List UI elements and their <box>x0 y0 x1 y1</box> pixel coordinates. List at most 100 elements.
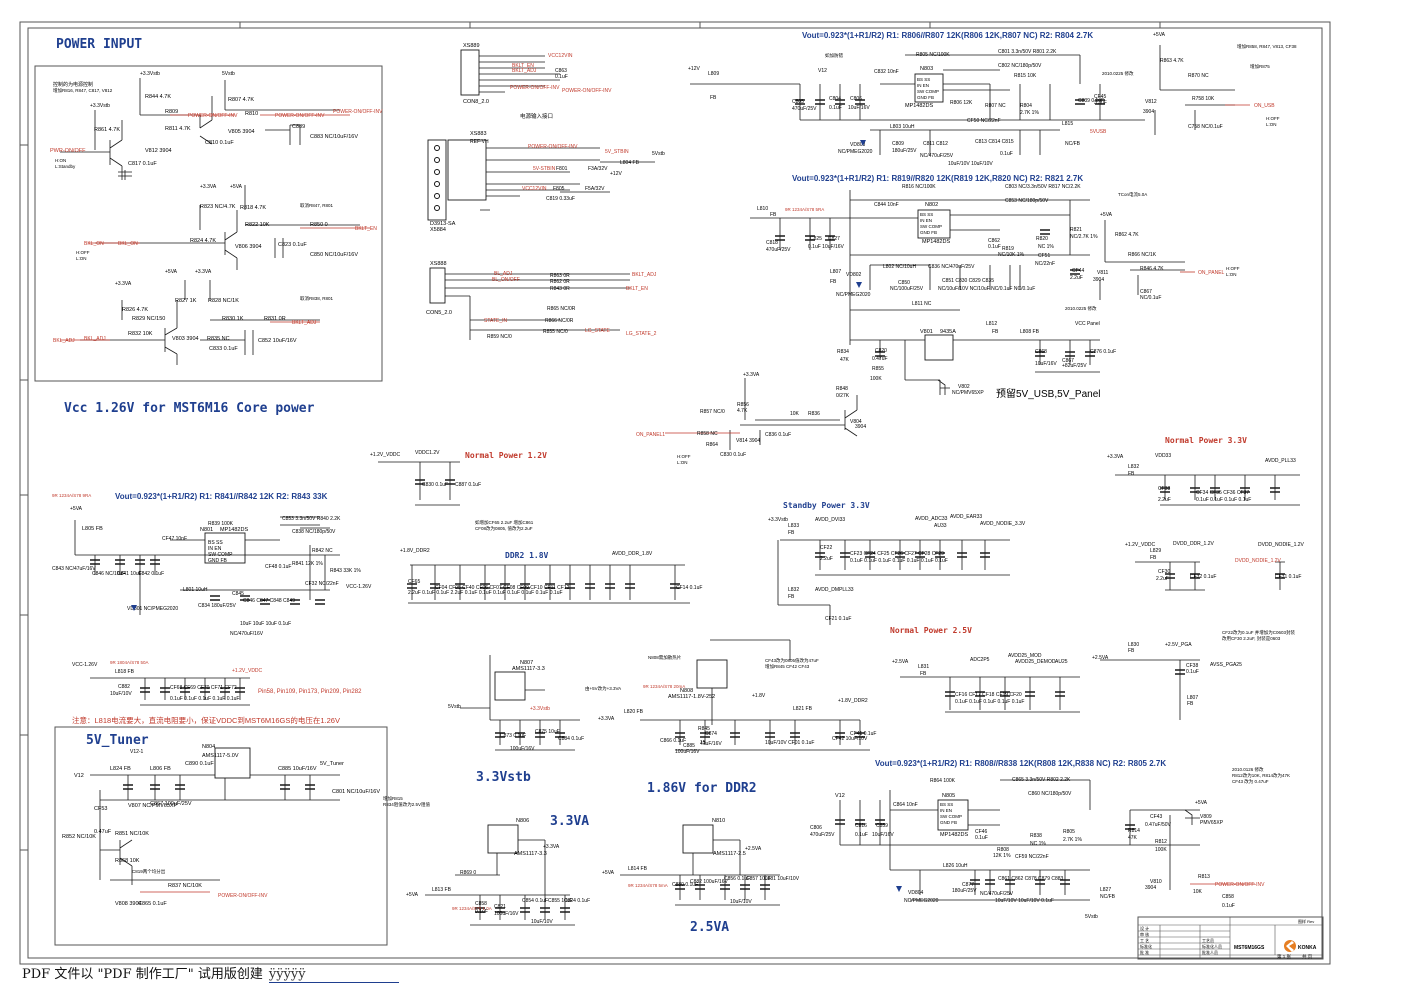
svg-text:POWER-ON/OFF-INV: POWER-ON/OFF-INV <box>218 893 268 899</box>
svg-text:+5VA: +5VA <box>1100 212 1113 218</box>
svg-text:CF42 10uF/10V: CF42 10uF/10V <box>832 736 868 742</box>
svg-text:标准化人员: 标准化人员 <box>1202 943 1222 949</box>
svg-text:9R 1234A/S78 20mA: 9R 1234A/S78 20mA <box>643 684 685 689</box>
svg-text:C816: C816 <box>855 823 867 829</box>
svg-text:V804: V804 <box>850 419 862 425</box>
svg-text:9R 1234A/S78 1.0A: 9R 1234A/S78 1.0A <box>452 906 492 911</box>
svg-text:C836 0.1uF: C836 0.1uF <box>765 432 791 438</box>
svg-text:C806: C806 <box>850 96 862 102</box>
svg-text:C858: C858 <box>475 901 487 907</box>
svg-text:10uF/10V: 10uF/10V <box>730 899 752 905</box>
svg-text:AVDD_ADC33: AVDD_ADC33 <box>915 516 948 522</box>
svg-text:POWER-ON/OFF-INV: POWER-ON/OFF-INV <box>1215 882 1265 888</box>
svg-text:C865 0.1uF: C865 0.1uF <box>138 901 167 907</box>
svg-text:SW COMP: SW COMP <box>920 224 942 229</box>
svg-text:+2.5V_PGA: +2.5V_PGA <box>1165 642 1192 648</box>
svg-text:批 准: 批 准 <box>1140 949 1149 955</box>
svg-text:10K: 10K <box>1193 889 1203 895</box>
svg-text:C880 0.1uF: C880 0.1uF <box>672 882 698 888</box>
svg-text:F801: F801 <box>556 166 568 172</box>
svg-text:AVDD_EAR33: AVDD_EAR33 <box>950 514 982 520</box>
svg-text:L829: L829 <box>1150 548 1161 554</box>
svg-text:15: 15 <box>700 740 706 746</box>
svg-text:0.1uF: 0.1uF <box>829 105 842 111</box>
svg-text:VD803: VD803 <box>850 142 866 148</box>
svg-text:L832: L832 <box>788 587 799 593</box>
svg-text:CF04 CF05 CF40 CF06 CF07 CF0: CF04 CF05 CF40 CF06 CF07 CF08 CF09 CF10 … <box>435 585 570 591</box>
svg-text:VCC-1.26V: VCC-1.26V <box>72 662 98 668</box>
svg-text:C867: C867 <box>1140 289 1152 295</box>
svg-text:MP1482DS: MP1482DS <box>940 832 968 838</box>
svg-text:BKLT_EN: BKLT_EN <box>512 63 534 69</box>
svg-text:C843 NC/47uF/16V: C843 NC/47uF/16V <box>52 566 96 572</box>
svg-text:C859: C859 <box>876 823 888 829</box>
svg-text:DVDD_NODIE_1.2V: DVDD_NODIE_1.2V <box>1235 558 1282 564</box>
svg-text:XS883: XS883 <box>470 131 487 137</box>
svg-text:C836 NC/470uF/25V: C836 NC/470uF/25V <box>928 264 975 270</box>
svg-text:NC/PMEG2020: NC/PMEG2020 <box>836 292 871 298</box>
svg-text:L:ON: L:ON <box>1226 272 1237 277</box>
svg-text:C824 0.1uF: C824 0.1uF <box>564 898 590 904</box>
svg-text:SW COMP: SW COMP <box>917 89 939 94</box>
svg-text:180uF/25V: 180uF/25V <box>952 888 977 894</box>
svg-text:+3.3VA: +3.3VA <box>543 844 560 850</box>
svg-text:BL_ADJ: BL_ADJ <box>494 271 513 277</box>
svg-text:R842 NC: R842 NC <box>312 548 333 554</box>
svg-text:10uF/10V CF01 0.1uF: 10uF/10V CF01 0.1uF <box>765 740 814 746</box>
section-title-va25: 2.5VA <box>690 920 729 935</box>
svg-text:增加R845 CF42 CF43: 增加R845 CF42 CF43 <box>765 663 810 670</box>
svg-text:N810: N810 <box>712 818 725 824</box>
svg-text:控制的为电源控制: 控制的为电源控制 <box>53 81 93 88</box>
svg-text:9R 1804A/S78 50A: 9R 1804A/S78 50A <box>110 660 149 665</box>
svg-text:V812: V812 <box>1145 99 1157 105</box>
svg-text:R866 NC/0R: R866 NC/0R <box>545 318 574 324</box>
normal-25-section: Normal Power 2.5V +2.5VA ADC2P5 AVDD25_M… <box>890 626 1296 720</box>
svg-text:V812 3904: V812 3904 <box>145 148 172 154</box>
svg-text:AVDD_DDR_1.8V: AVDD_DDR_1.8V <box>612 551 653 557</box>
svg-text:GND FB: GND FB <box>917 95 934 100</box>
svg-text:100uF/16V: 100uF/16V <box>675 749 700 755</box>
svg-text:C819 0.33uF: C819 0.33uF <box>546 196 575 202</box>
svg-text:R863 4.7K: R863 4.7K <box>1160 58 1184 64</box>
svg-text:CF45: CF45 <box>1094 94 1106 100</box>
svg-text:C811 C812: C811 C812 <box>923 141 948 147</box>
svg-text:N806: N806 <box>516 818 529 824</box>
svg-text:R858 NC: R858 NC <box>697 431 718 437</box>
svg-text:CF32 NC/22nF: CF32 NC/22nF <box>305 581 339 587</box>
konka-logo <box>1284 940 1296 952</box>
formula-ddr: Vout=0.923*(1+R1/R2) R1: R808//R838 12K(… <box>875 759 1166 768</box>
ddr2-section: +1.8V_DDR2 DDR2 1.8V AVDD_DDR_1.8V CF65 … <box>400 519 702 604</box>
formula-usb: Vout=0.923*(1+R1/R2) R1: R806//R807 12K(… <box>802 31 1093 40</box>
svg-text:V12: V12 <box>835 793 845 799</box>
svg-text:XS889: XS889 <box>463 43 480 49</box>
svg-text:NC/10K 1%: NC/10K 1% <box>998 252 1025 258</box>
svg-text:增加R875: 增加R875 <box>1250 63 1270 70</box>
svg-text:+1.8V: +1.8V <box>752 693 766 699</box>
svg-text:POWER-ON/OFF-INV: POWER-ON/OFF-INV <box>562 88 612 94</box>
svg-text:BKLT_EN: BKLT_EN <box>626 286 648 292</box>
svg-text:R813: R813 <box>1198 874 1210 880</box>
svg-text:100uF/16V: 100uF/16V <box>494 911 519 917</box>
svg-text:R822 10K: R822 10K <box>245 222 270 228</box>
svg-text:L833: L833 <box>788 523 799 529</box>
svg-text:+2.5VA: +2.5VA <box>745 846 762 852</box>
section-title-ddr2: DDR2 1.8V <box>505 551 549 560</box>
svg-text:取消R838, R801: 取消R838, R801 <box>300 295 334 302</box>
svg-text:工艺员: 工艺员 <box>1202 937 1214 943</box>
svg-text:CF53: CF53 <box>94 806 107 812</box>
svg-text:R835 NC: R835 NC <box>207 336 230 342</box>
svg-text:V803 3904: V803 3904 <box>172 336 199 342</box>
svg-text:C802 NC/180p/50V: C802 NC/180p/50V <box>998 63 1042 69</box>
svg-text:AU33: AU33 <box>934 523 947 529</box>
svg-text:0.1uF: 0.1uF <box>975 835 988 841</box>
svg-text:C801 3.3n/50V R801 2.2K: C801 3.3n/50V R801 2.2K <box>998 49 1057 55</box>
footer-link[interactable]: ÿÿÿÿÿ <box>268 967 399 983</box>
svg-text:CF68 CF69 CF70 CF71 CF72: CF68 CF69 CF70 CF71 CF72 <box>170 685 237 691</box>
svg-text:R864 100K: R864 100K <box>930 778 956 784</box>
svg-text:L810: L810 <box>757 206 768 212</box>
svg-text:R805 NC/100K: R805 NC/100K <box>916 52 950 58</box>
svg-text:CF31 0.1uF: CF31 0.1uF <box>1275 574 1301 580</box>
svg-text:C846 C847 C848 C849: C846 C847 C848 C849 <box>243 598 295 604</box>
svg-text:CF41 0.1uF: CF41 0.1uF <box>850 731 876 737</box>
svg-text:+5VA: +5VA <box>1195 800 1208 806</box>
